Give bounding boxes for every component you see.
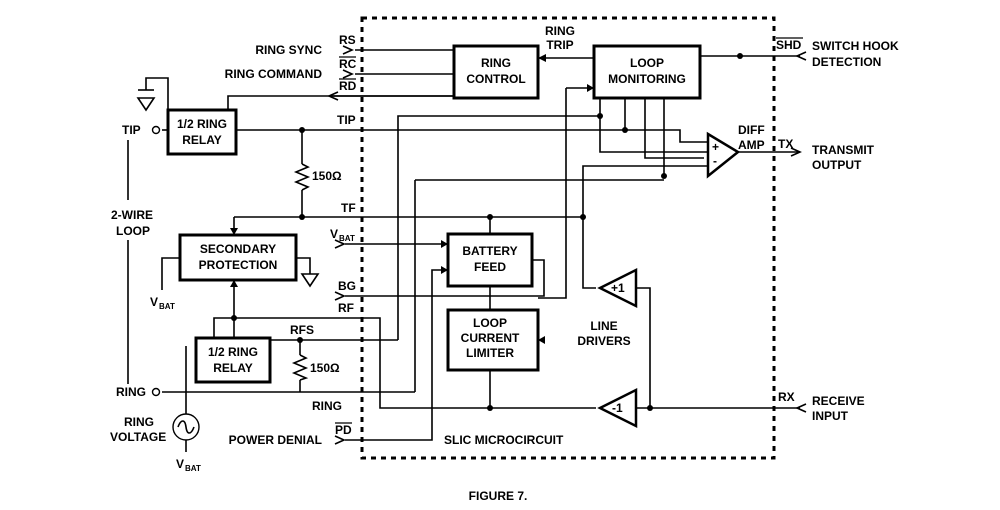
resistor-upper-label: 150Ω xyxy=(312,169,342,183)
line-drivers-label-1: LINE xyxy=(590,319,617,333)
receive-input-label-1: RECEIVE xyxy=(812,394,865,408)
line-driver-positive-label: +1 xyxy=(611,281,625,295)
two-wire-loop-label-2: LOOP xyxy=(116,224,150,238)
pin-bg: BG xyxy=(338,279,356,293)
pin-rx: RX xyxy=(778,390,795,404)
ring-voltage-label-1: RING xyxy=(124,415,154,429)
slic-microcircuit-label: SLIC MICROCIRCUIT xyxy=(444,433,564,447)
pin-rc: RC xyxy=(339,57,357,71)
pin-rd: RD xyxy=(339,79,357,93)
pin-tf: TF xyxy=(341,201,356,215)
transmit-output-label-1: TRANSMIT xyxy=(812,143,875,157)
ring-relay-top-block xyxy=(166,108,238,156)
loop-monitoring-line2: MONITORING xyxy=(608,72,686,86)
secondary-protection-block xyxy=(178,233,298,282)
receive-input-label-2: INPUT xyxy=(812,409,849,423)
ring-relay-bottom-line1: 1/2 RING xyxy=(208,345,258,359)
diff-amp-symbol xyxy=(706,131,741,179)
loop-tip-label: TIP xyxy=(122,123,141,137)
limiter-line3: LIMITER xyxy=(466,346,514,360)
ring-control-line2: CONTROL xyxy=(466,72,525,86)
battery-feed-block xyxy=(446,232,534,288)
pin-rs: RS xyxy=(339,33,356,47)
ring-control-block xyxy=(452,44,540,100)
pin-rf: RF xyxy=(338,301,354,315)
tip-terminal xyxy=(151,125,161,135)
junctions xyxy=(151,53,743,411)
ring-sync-label: RING SYNC xyxy=(255,43,322,57)
pin-vbat: V xyxy=(330,227,338,241)
limiter-line2: CURRENT xyxy=(461,331,520,345)
line-driver-negative-symbol xyxy=(597,387,638,429)
battery-feed-line1: BATTERY xyxy=(462,244,517,258)
ring-trip-line2: TRIP xyxy=(546,38,573,52)
vbat-protection-label: V xyxy=(150,295,158,309)
ring-relay-top-line2: RELAY xyxy=(182,133,222,147)
slic-boundary xyxy=(360,16,776,460)
resistor-lower-label: 150Ω xyxy=(310,361,340,375)
pin-tip: TIP xyxy=(337,113,356,127)
resistor-lower xyxy=(291,354,309,381)
wires xyxy=(127,49,800,452)
secondary-protection-line1: SECONDARY xyxy=(200,242,276,256)
ring-trip-line1: RING xyxy=(545,24,575,38)
ground-symbol-relay xyxy=(136,97,156,112)
transmit-output-label-2: OUTPUT xyxy=(812,158,862,172)
loop-current-limiter-block xyxy=(446,308,540,372)
pin-ring: RING xyxy=(312,399,342,413)
resistor-upper xyxy=(293,163,311,191)
pin-pd: PD xyxy=(335,423,352,437)
limiter-line1: LOOP xyxy=(473,316,507,330)
line-driver-positive-symbol xyxy=(597,267,638,309)
ring-command-label: RING COMMAND xyxy=(225,67,323,81)
diff-amp-label-2: AMP xyxy=(738,138,765,152)
line-drivers-label-2: DRIVERS xyxy=(577,334,630,348)
diff-amp-label-1: DIFF xyxy=(738,123,765,137)
loop-ring-label: RING xyxy=(116,385,146,399)
battery-feed-line2: FEED xyxy=(474,260,506,274)
pin-rfs: RFS xyxy=(290,323,314,337)
line-driver-negative-label: -1 xyxy=(612,401,623,415)
figure-caption: FIGURE 7. xyxy=(469,489,528,503)
ring-control-line1: RING xyxy=(481,56,511,70)
switch-hook-label-2: DETECTION xyxy=(812,55,881,69)
vbat-protection-subscript: BAT xyxy=(159,302,175,311)
vbat-bottom-subscript: BAT xyxy=(185,464,201,473)
switch-hook-label-1: SWITCH HOOK xyxy=(812,39,899,53)
vbat-bottom-label: V xyxy=(176,457,184,471)
ring-terminal xyxy=(151,387,161,397)
ring-relay-top-line1: 1/2 RING xyxy=(177,117,227,131)
ring-relay-bottom-block xyxy=(194,336,272,384)
ring-voltage-label-2: VOLTAGE xyxy=(110,430,166,444)
rd-line xyxy=(227,95,473,110)
secondary-protection-line2: PROTECTION xyxy=(199,258,278,272)
diff-amp-plus: + xyxy=(712,140,719,154)
pin-shd: SHD xyxy=(776,38,802,52)
diff-amp-minus: - xyxy=(713,154,717,168)
loop-monitoring-block xyxy=(592,44,702,100)
power-denial-label: POWER DENIAL xyxy=(229,433,322,447)
ground-symbol-protection xyxy=(300,273,320,288)
pin-vbat-subscript: BAT xyxy=(339,234,355,243)
ring-relay-bottom-line2: RELAY xyxy=(213,361,253,375)
loop-monitoring-line1: LOOP xyxy=(630,56,664,70)
two-wire-loop-label-1: 2-WIRE xyxy=(111,208,153,222)
pin-tx: TX xyxy=(778,137,793,151)
